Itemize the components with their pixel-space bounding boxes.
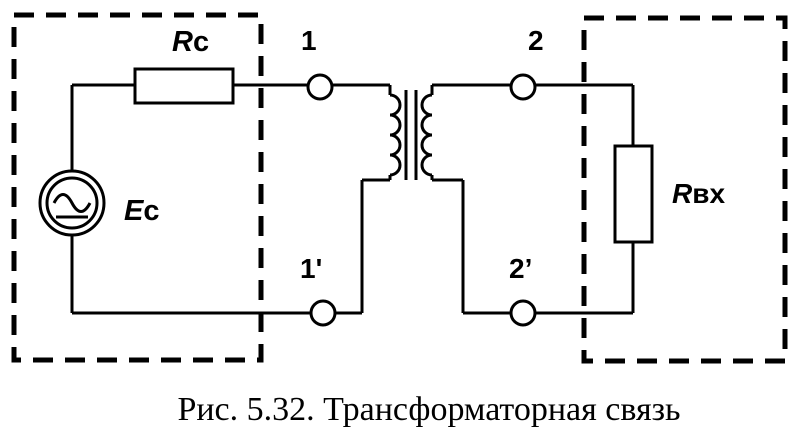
source-block-dashed-border xyxy=(11,12,264,363)
terminal-2 xyxy=(509,73,537,101)
label-rc: Rc xyxy=(172,26,209,58)
label-terminal-1: 1 xyxy=(301,25,317,56)
terminal-2-prime xyxy=(509,299,537,327)
transformer-icon xyxy=(389,90,433,180)
label-rvx: Rвх xyxy=(672,178,725,209)
label-ec: Ec xyxy=(124,195,159,227)
resistor-rvx xyxy=(613,144,654,244)
label-terminal-2: 2 xyxy=(528,25,544,56)
secondary-winding xyxy=(420,93,433,177)
label-terminal-1-prime: 1' xyxy=(300,253,322,284)
secondary-circuit-wires xyxy=(430,83,635,315)
load-block-dashed-border xyxy=(581,15,788,364)
terminal-1-prime xyxy=(309,299,337,327)
resistor-rc xyxy=(133,67,235,105)
figure-caption: Рис. 5.32. Трансформаторная связь xyxy=(177,391,680,428)
primary-winding xyxy=(389,93,402,177)
label-terminal-2-prime: 2’ xyxy=(509,253,532,284)
primary-circuit-wires xyxy=(70,83,392,315)
terminal-1 xyxy=(306,73,334,101)
ac-source-icon xyxy=(38,169,106,237)
